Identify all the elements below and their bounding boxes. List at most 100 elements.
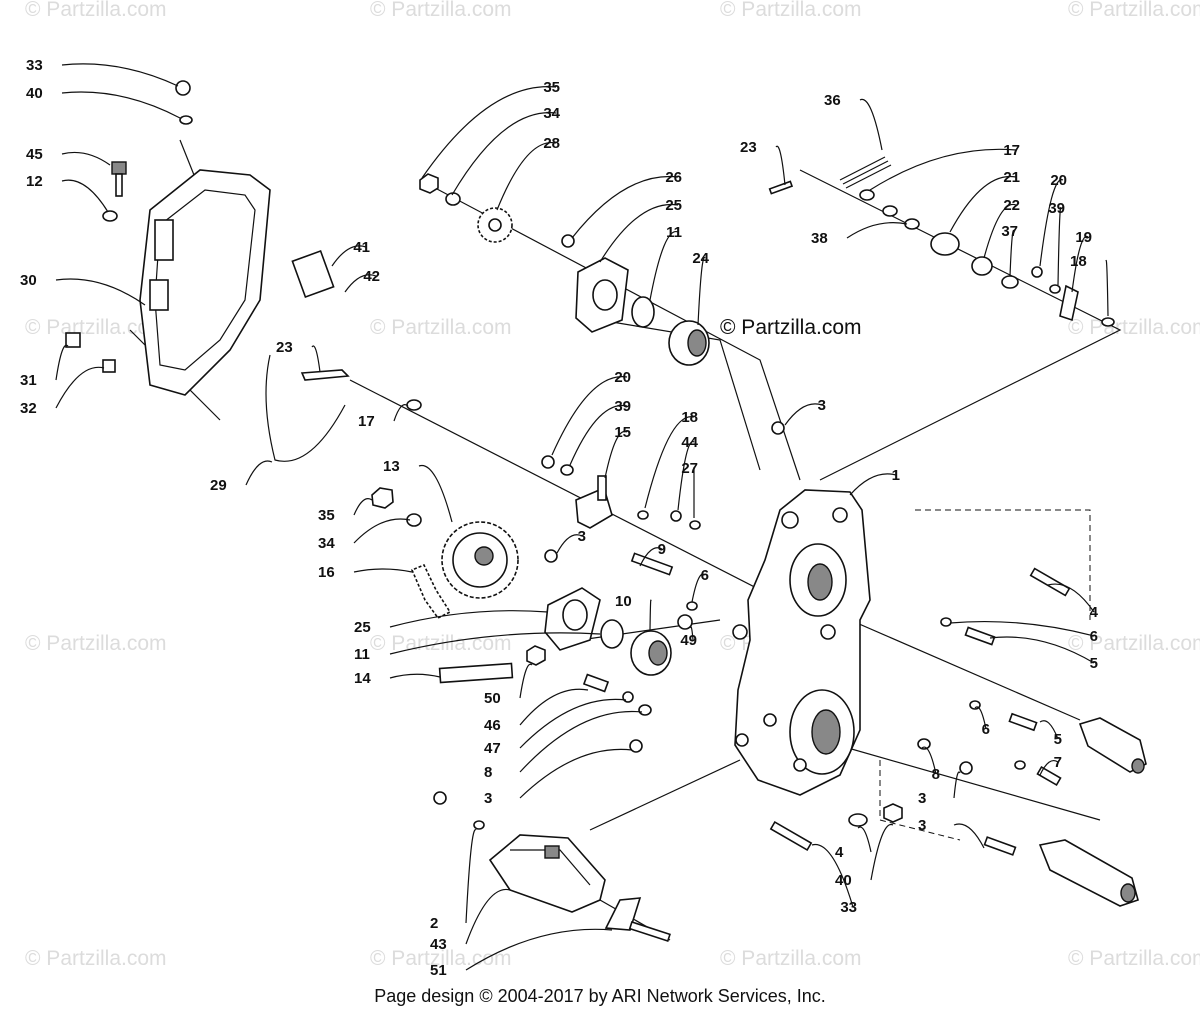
part-callout-32: 32 <box>20 400 37 417</box>
nut-3-mid <box>544 549 558 563</box>
washer-40 <box>848 813 868 827</box>
callout-leader-line <box>465 928 613 971</box>
callout-leader-line <box>331 245 367 267</box>
part-callout-3: 3 <box>818 397 826 414</box>
callout-leader-line <box>953 823 985 849</box>
callout-leader-line <box>1047 583 1095 613</box>
bolt-7 <box>1036 765 1062 787</box>
part-callout-11: 11 <box>666 224 682 241</box>
callout-labels: 3340451230313241422317293534282625112436… <box>20 57 1109 979</box>
washer-12 <box>102 210 118 222</box>
callout-leader-line <box>870 823 894 881</box>
brand-watermark-text: © Partzilla.com <box>720 316 862 339</box>
nut-44 <box>670 510 682 522</box>
callout-leader-line <box>389 610 549 628</box>
washer-27 <box>689 520 701 530</box>
bearing-10-inner <box>648 640 668 666</box>
decal-plate <box>291 249 335 299</box>
pin-18-top <box>1101 317 1115 327</box>
callout-leader-line <box>61 151 111 166</box>
callout-leader-line <box>1039 720 1059 740</box>
callout-leader-line <box>784 403 823 426</box>
part-callout-42: 42 <box>363 268 380 285</box>
watermark-layer: © Partzilla.com© Partzilla.com© Partzill… <box>25 0 1200 970</box>
part-callout-25: 25 <box>354 619 371 636</box>
washer-43 <box>473 820 485 830</box>
callout-leader-line <box>61 63 179 87</box>
part-callout-33: 33 <box>26 57 43 74</box>
callout-leader-line <box>393 404 409 422</box>
callout-leader-line <box>697 257 706 326</box>
washer-6a <box>940 617 952 627</box>
callout-leader-line <box>639 547 663 567</box>
cover-bolt <box>111 161 127 197</box>
callout-leader-line <box>389 632 601 655</box>
washer-17b <box>882 205 898 217</box>
part-callout-34: 34 <box>543 105 560 122</box>
callout-leader-line <box>644 416 695 509</box>
callout-leader-line <box>519 698 627 749</box>
arm-19 <box>1059 284 1079 322</box>
pin-23 <box>300 369 350 381</box>
callout-leader-line <box>571 175 679 239</box>
callout-leader-line <box>691 573 706 603</box>
part-callout-21: 21 <box>1003 169 1020 186</box>
callout-leader-line <box>677 441 695 511</box>
bracket-15-post <box>597 475 607 501</box>
bolt-46 <box>582 673 610 693</box>
part-callout-39: 39 <box>614 398 631 415</box>
bolt-4-top <box>1029 567 1071 597</box>
part-callout-3: 3 <box>484 790 492 807</box>
part-callout-13: 13 <box>383 458 400 475</box>
part-callout-8: 8 <box>484 764 492 781</box>
part-callout-6: 6 <box>701 567 709 584</box>
washer-39 <box>560 464 574 476</box>
pin-23-top <box>768 180 794 195</box>
nut-35-top <box>419 173 439 194</box>
part-callout-3: 3 <box>918 790 926 807</box>
washer-8-mid <box>638 704 652 716</box>
part-callout-38: 38 <box>811 230 828 247</box>
nut-26 <box>561 234 575 248</box>
part-callout-18: 18 <box>681 409 698 426</box>
part-callout-43: 43 <box>430 936 447 953</box>
callout-leader-line <box>569 404 628 466</box>
part-callout-18: 18 <box>1070 253 1087 270</box>
part-callout-22: 22 <box>1003 197 1020 214</box>
callout-leader-line <box>604 430 628 479</box>
part-callout-5: 5 <box>1054 731 1062 748</box>
part-callout-33: 33 <box>840 899 857 916</box>
callout-leader-line <box>55 366 105 409</box>
assembly-axis-lines <box>129 139 1122 941</box>
washer-6c <box>1014 760 1026 770</box>
callout-leader-line <box>55 278 146 306</box>
part-callout-20: 20 <box>1050 172 1067 189</box>
part-callout-35: 35 <box>543 79 560 96</box>
part-callout-26: 26 <box>665 169 682 186</box>
callout-leader-line <box>1071 235 1089 293</box>
part-callout-30: 30 <box>20 272 37 289</box>
callout-leader-line <box>949 620 1095 637</box>
part-callout-4: 4 <box>835 844 844 861</box>
part-callout-6: 6 <box>1090 628 1098 645</box>
part-callout-1: 1 <box>892 467 900 484</box>
part-callout-15: 15 <box>614 424 631 441</box>
flange-bore-mid <box>562 599 588 631</box>
washer-8-right <box>917 738 931 750</box>
part-callout-27: 27 <box>681 460 698 477</box>
callout-leader-line <box>55 344 69 381</box>
nut-47 <box>622 691 634 703</box>
part-callout-14: 14 <box>354 670 371 687</box>
part-callout-9: 9 <box>658 541 666 558</box>
part-callout-49: 49 <box>680 632 697 649</box>
part-callout-44: 44 <box>681 434 698 451</box>
part-callout-19: 19 <box>1075 229 1092 246</box>
cover-nut <box>175 80 191 96</box>
chain-16 <box>410 563 452 620</box>
part-callout-20: 20 <box>614 369 631 386</box>
callout-leader-line <box>949 175 1017 233</box>
nut-33 <box>883 803 903 823</box>
part-callout-7: 7 <box>1054 754 1062 771</box>
cover-washer <box>179 115 193 125</box>
